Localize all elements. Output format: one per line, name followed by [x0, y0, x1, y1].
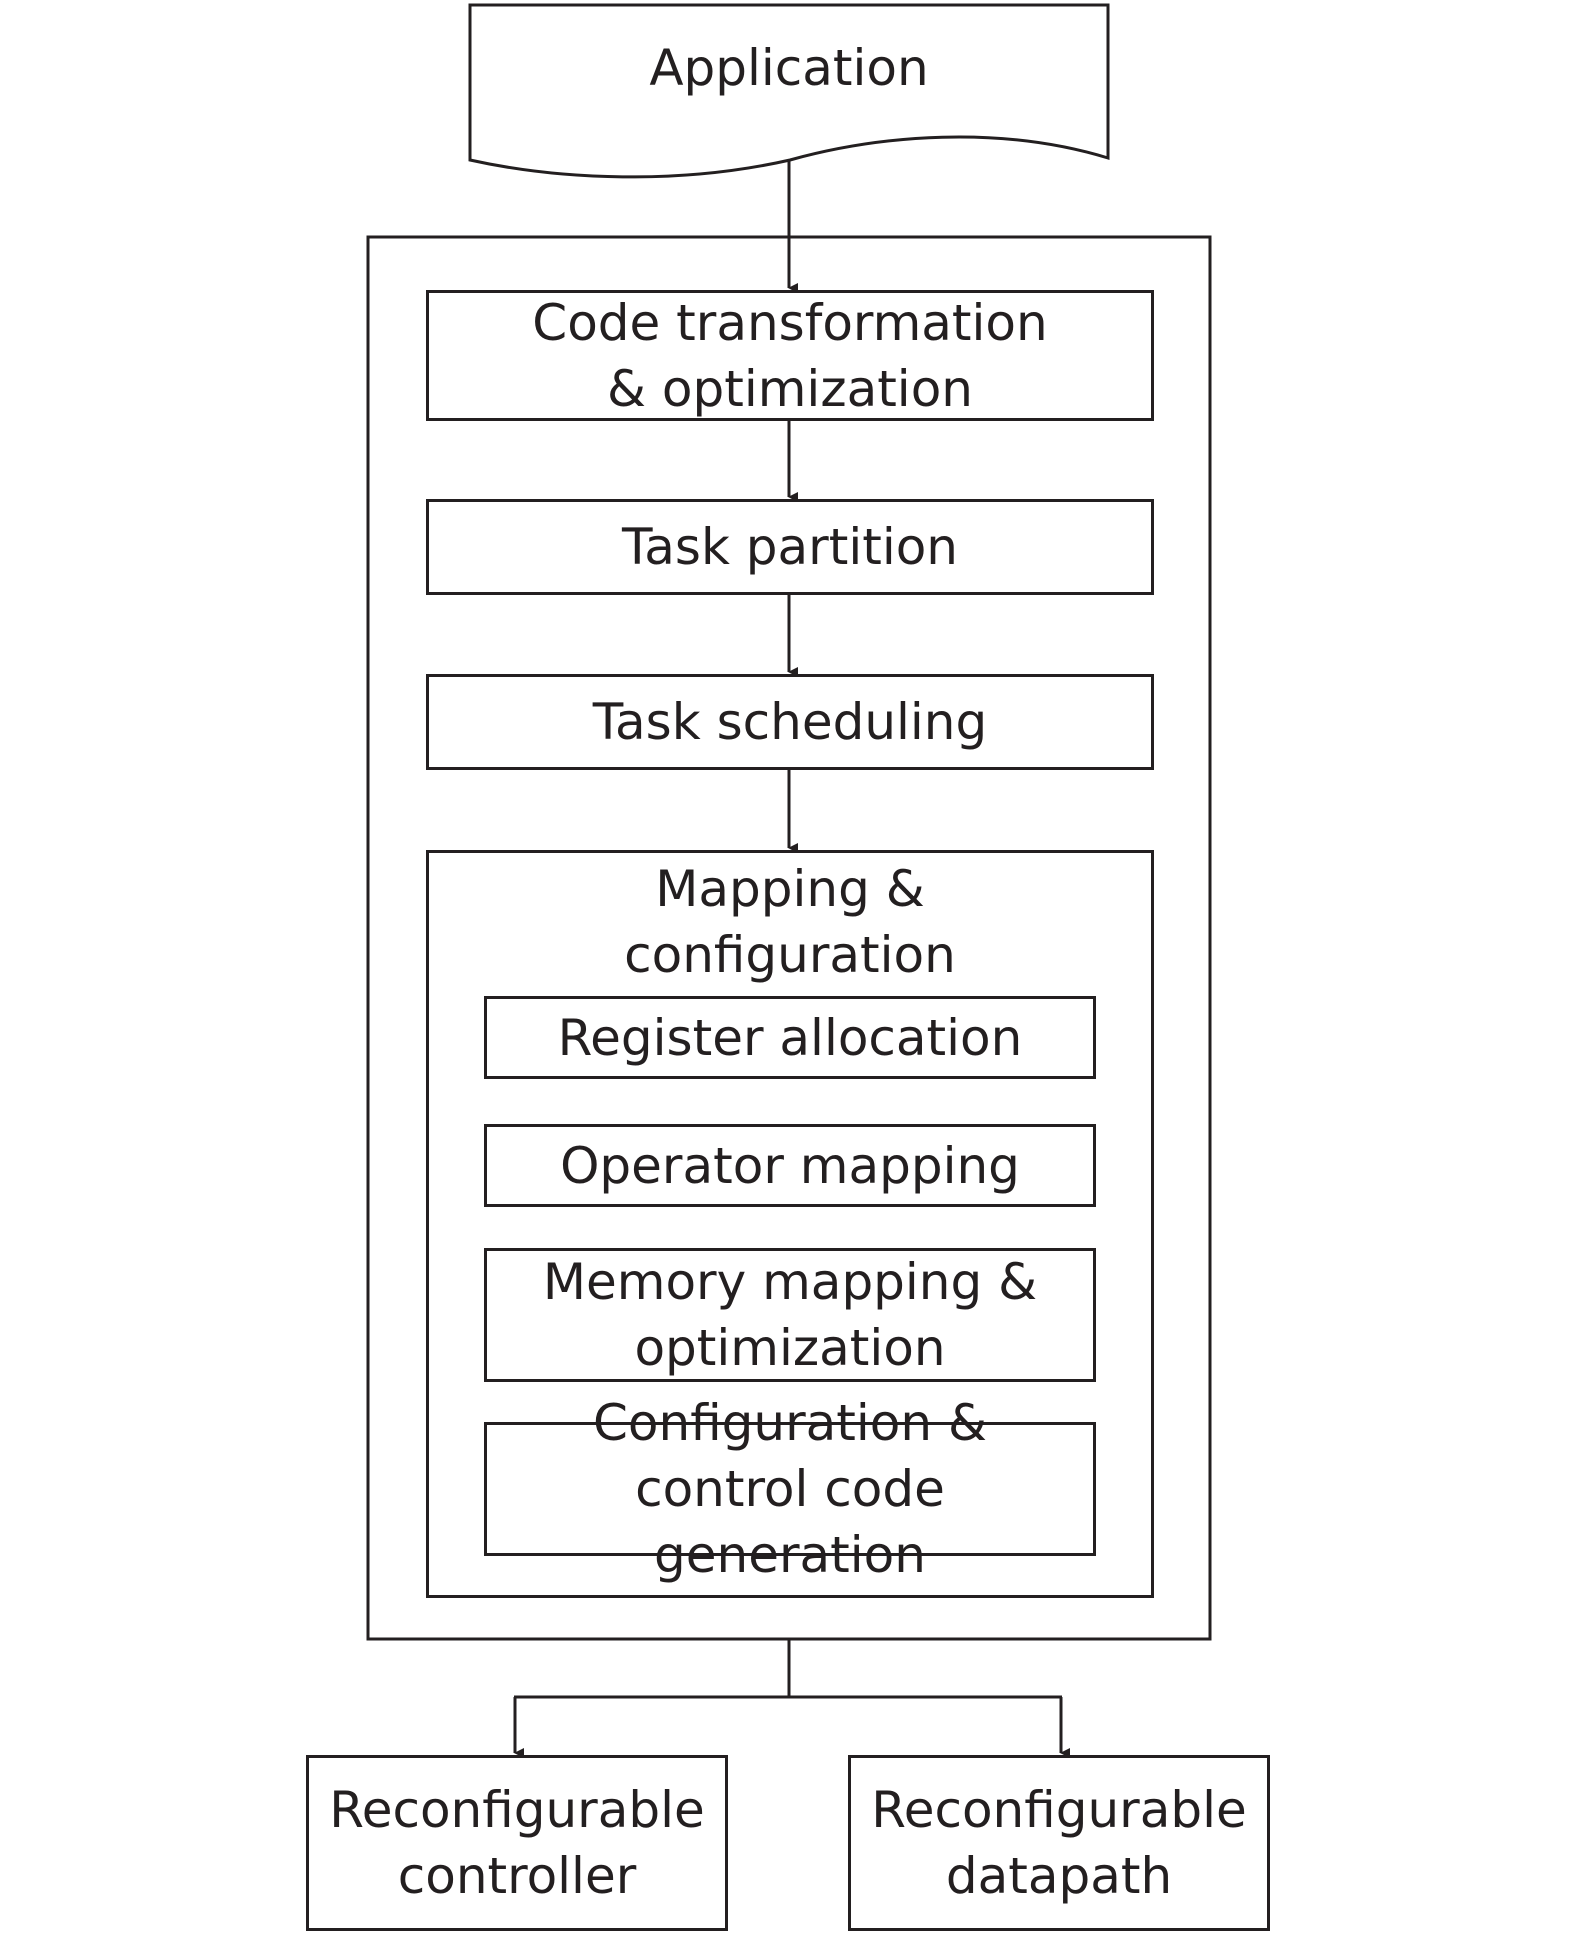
task-scheduling-label: Task scheduling — [592, 693, 988, 751]
task-partition-label: Task partition — [621, 518, 958, 576]
reconfigurable-datapath-label: Reconfigurable datapath — [871, 1781, 1247, 1905]
reconfigurable-controller-label: Reconfigurable controller — [329, 1781, 705, 1905]
task-scheduling-box: Task scheduling — [426, 674, 1154, 770]
reconfigurable-datapath-box: Reconfigurable datapath — [848, 1755, 1270, 1931]
operator-mapping-label: Operator mapping — [560, 1136, 1020, 1195]
application-label: Application — [649, 39, 929, 97]
memory-mapping-box: Memory mapping & optimization — [484, 1248, 1096, 1382]
code-transformation-box: Code transformation & optimization — [426, 290, 1154, 421]
application-document-shape — [468, 3, 1110, 179]
reconfigurable-controller-box: Reconfigurable controller — [306, 1755, 728, 1931]
configuration-control-label: Configuration & control code generation — [593, 1394, 987, 1584]
configuration-control-box: Configuration & control code generation — [484, 1394, 1096, 1584]
operator-mapping-box: Operator mapping — [484, 1124, 1096, 1207]
memory-mapping-label: Memory mapping & optimization — [542, 1253, 1038, 1377]
code-transformation-label: Code transformation & optimization — [532, 293, 1048, 418]
register-allocation-box: Register allocation — [484, 996, 1096, 1079]
task-partition-box: Task partition — [426, 499, 1154, 595]
register-allocation-label: Register allocation — [557, 1008, 1023, 1067]
